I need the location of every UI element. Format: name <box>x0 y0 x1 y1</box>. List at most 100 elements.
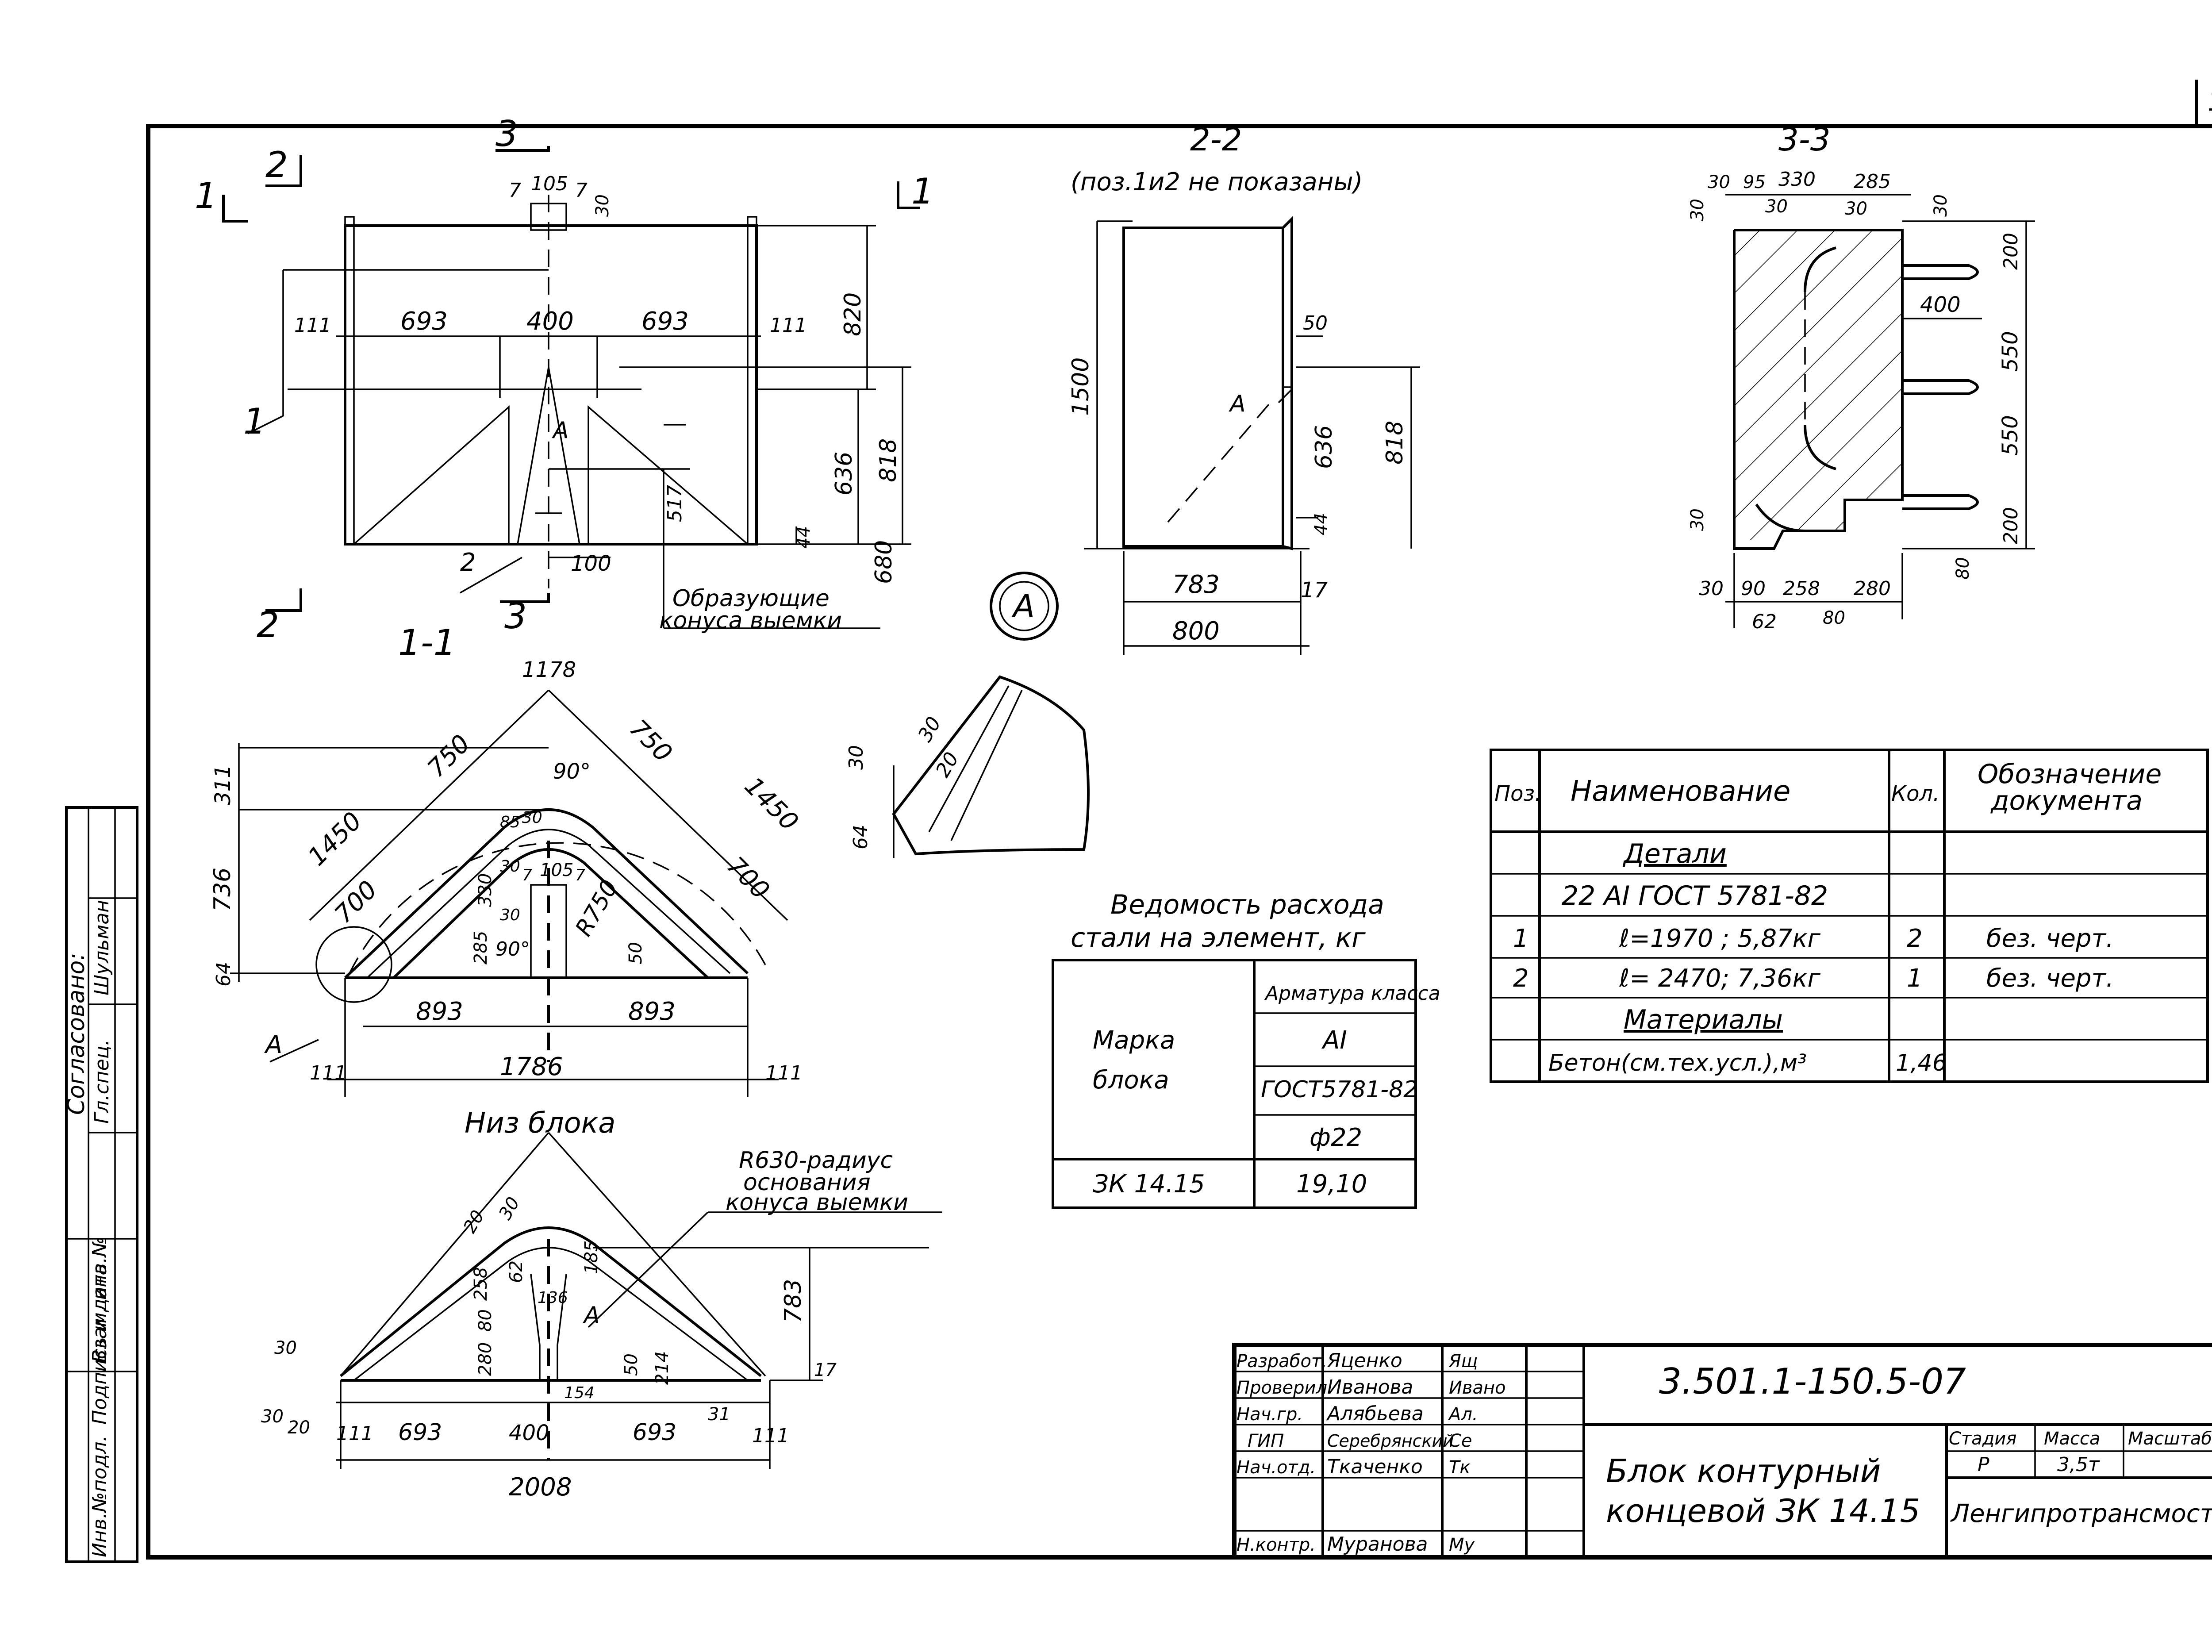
plan-d30c: 30 <box>500 906 520 924</box>
spec-r3-pos: 2 <box>1513 964 1529 993</box>
spec-table: Поз. Наименование Кол. Обозначение докум… <box>1490 749 2209 1083</box>
tb-title-1: Блок контурный <box>1606 1452 1881 1490</box>
tb-sign-4: Тк <box>1449 1457 1471 1478</box>
tb-sign-0: Ящ <box>1448 1351 1478 1372</box>
bot-markA: А <box>583 1302 600 1329</box>
tb-role-3: ГИП <box>1248 1431 1284 1451</box>
sec33-d550a: 550 <box>1998 331 2023 372</box>
plan-d1450a: 1450 <box>303 807 368 872</box>
bot-note3: конуса выемки <box>726 1189 908 1216</box>
stamp-sign-date: Подпись и дата <box>88 1264 111 1425</box>
front-d693b: 693 <box>641 307 689 336</box>
steel-header-r2: АI <box>1321 1026 1347 1055</box>
sec22-d800: 800 <box>1172 617 1220 645</box>
front-d7a: 7 <box>509 179 521 202</box>
tb-stage-label: Стадия <box>1949 1429 2016 1449</box>
plan-d111b: 111 <box>765 1062 803 1084</box>
bot-d30b: 30 <box>274 1338 297 1358</box>
sec3-top: 3 <box>495 113 518 154</box>
detA-d30b: 30 <box>914 713 945 746</box>
front-view: 1 1 2 2 3 3 1 7 105 7 30 820 111 693 400… <box>195 113 934 645</box>
sec2-bottom: 2 <box>257 604 279 645</box>
bot-d783: 783 <box>780 1279 806 1323</box>
tb-name-1: Иванова <box>1327 1376 1413 1398</box>
front-mark2: 2 <box>460 548 476 577</box>
bot-note2: основания <box>743 1169 871 1196</box>
sec33-d95: 95 <box>1743 172 1766 192</box>
detA-d64: 64 <box>849 825 872 849</box>
plan-d7b: 7 <box>575 866 585 884</box>
bot-d280: 280 <box>475 1342 495 1376</box>
plan-1-1: 1-1 1178 311 736 64 750 750 90° 1450 145… <box>209 622 804 1097</box>
plan-d90b: 90° <box>495 938 530 960</box>
sec33-d90: 90 <box>1741 577 1766 600</box>
bot-d20b: 20 <box>288 1418 310 1438</box>
spec-r1-name: 22 АI ГОСТ 5781-82 <box>1562 880 1828 911</box>
sec22-d636: 636 <box>1311 425 1337 469</box>
sec33-d280: 280 <box>1854 577 1891 600</box>
plan-d105: 105 <box>540 860 573 880</box>
spec-r5-name: Бетон(см.тех.усл.),м³ <box>1548 1050 1807 1076</box>
plan-d7a: 7 <box>522 866 532 884</box>
plan-d285: 285 <box>471 931 491 964</box>
sec33-d400: 400 <box>1920 292 1961 317</box>
title-block: Разработ. Проверил Нач.гр. ГИП Нач.отд. … <box>1232 1343 2212 1560</box>
steel-caption-2: стали на элемент, кг <box>1071 922 1366 953</box>
bot-d62: 62 <box>506 1260 526 1283</box>
front-d818: 818 <box>875 438 902 482</box>
front-d7b: 7 <box>575 179 588 202</box>
tb-org: Ленгипротрансмост <box>1950 1499 2212 1528</box>
steel-row-value: 19,10 <box>1296 1170 1367 1199</box>
sec33-d200a: 200 <box>2000 233 2022 270</box>
front-markA: А <box>552 417 569 444</box>
front-d100: 100 <box>571 551 611 576</box>
front-d680: 680 <box>871 540 897 584</box>
sec33-d30f: 30 <box>1687 508 1708 531</box>
tb-sign-2: Ал. <box>1448 1404 1478 1425</box>
steel-caption-1: Ведомость расхода <box>1110 889 1384 920</box>
bot-d258: 258 <box>471 1267 491 1301</box>
bot-d693a: 693 <box>398 1419 442 1446</box>
front-d111b: 111 <box>770 314 807 337</box>
plan-arc1178: 1178 <box>522 657 576 682</box>
steel-header-mark-1: Марка <box>1093 1026 1175 1055</box>
bot-d80: 80 <box>475 1309 495 1332</box>
sec22-d50: 50 <box>1303 312 1328 334</box>
sec22-d818: 818 <box>1382 421 1408 465</box>
front-note1: Образующие <box>672 585 830 612</box>
tb-role-4: Нач.отд. <box>1237 1457 1316 1478</box>
spec-r4-name: Материалы <box>1624 1004 1783 1035</box>
sec22-d17: 17 <box>1301 578 1328 603</box>
sec3-bottom: 3 <box>504 595 527 637</box>
tb-name-4: Ткаченко <box>1327 1456 1423 1478</box>
tb-mass-label: Масса <box>2044 1429 2101 1449</box>
sec1-left: 1 <box>195 175 217 216</box>
plan-d111a: 111 <box>310 1062 347 1084</box>
sec33-d80b: 80 <box>1823 608 1845 628</box>
sec33-d30d: 30 <box>1687 199 1708 221</box>
spec-r3-qty: 1 <box>1907 964 1923 993</box>
spec-h-pos: Поз. <box>1494 781 1541 806</box>
sec22-d783: 783 <box>1172 570 1220 599</box>
steel-header-mark-2: блока <box>1093 1066 1169 1095</box>
sec33-d330: 330 <box>1778 168 1816 191</box>
bot-d136: 136 <box>538 1289 568 1307</box>
bot-d50: 50 <box>621 1353 641 1376</box>
plan-d330: 330 <box>475 873 495 907</box>
front-d820: 820 <box>840 292 866 336</box>
bot-d17: 17 <box>814 1360 837 1380</box>
sec33-d258: 258 <box>1783 577 1820 600</box>
tb-sign-1: Ивано <box>1449 1378 1506 1398</box>
tb-name-6: Муранова <box>1327 1533 1428 1556</box>
tb-doc-number: 3.501.1-150.5-07 <box>1659 1361 1966 1402</box>
sec22-title: 2-2 <box>1190 121 1242 158</box>
spec-r2-pos: 1 <box>1513 924 1529 953</box>
tb-name-2: Алябьева <box>1326 1402 1424 1425</box>
detail-A: 30 30 20 64 <box>845 675 1090 858</box>
sec33-d30c: 30 <box>1845 199 1867 219</box>
spec-r5-qty: 1,46 <box>1896 1050 1947 1076</box>
bot-d111a: 111 <box>336 1422 373 1445</box>
plan-d736: 736 <box>209 868 236 911</box>
sec22-d1500: 1500 <box>1068 357 1094 416</box>
bottom-view: Низ блока R630-радиус основания конуса в… <box>261 1107 942 1502</box>
